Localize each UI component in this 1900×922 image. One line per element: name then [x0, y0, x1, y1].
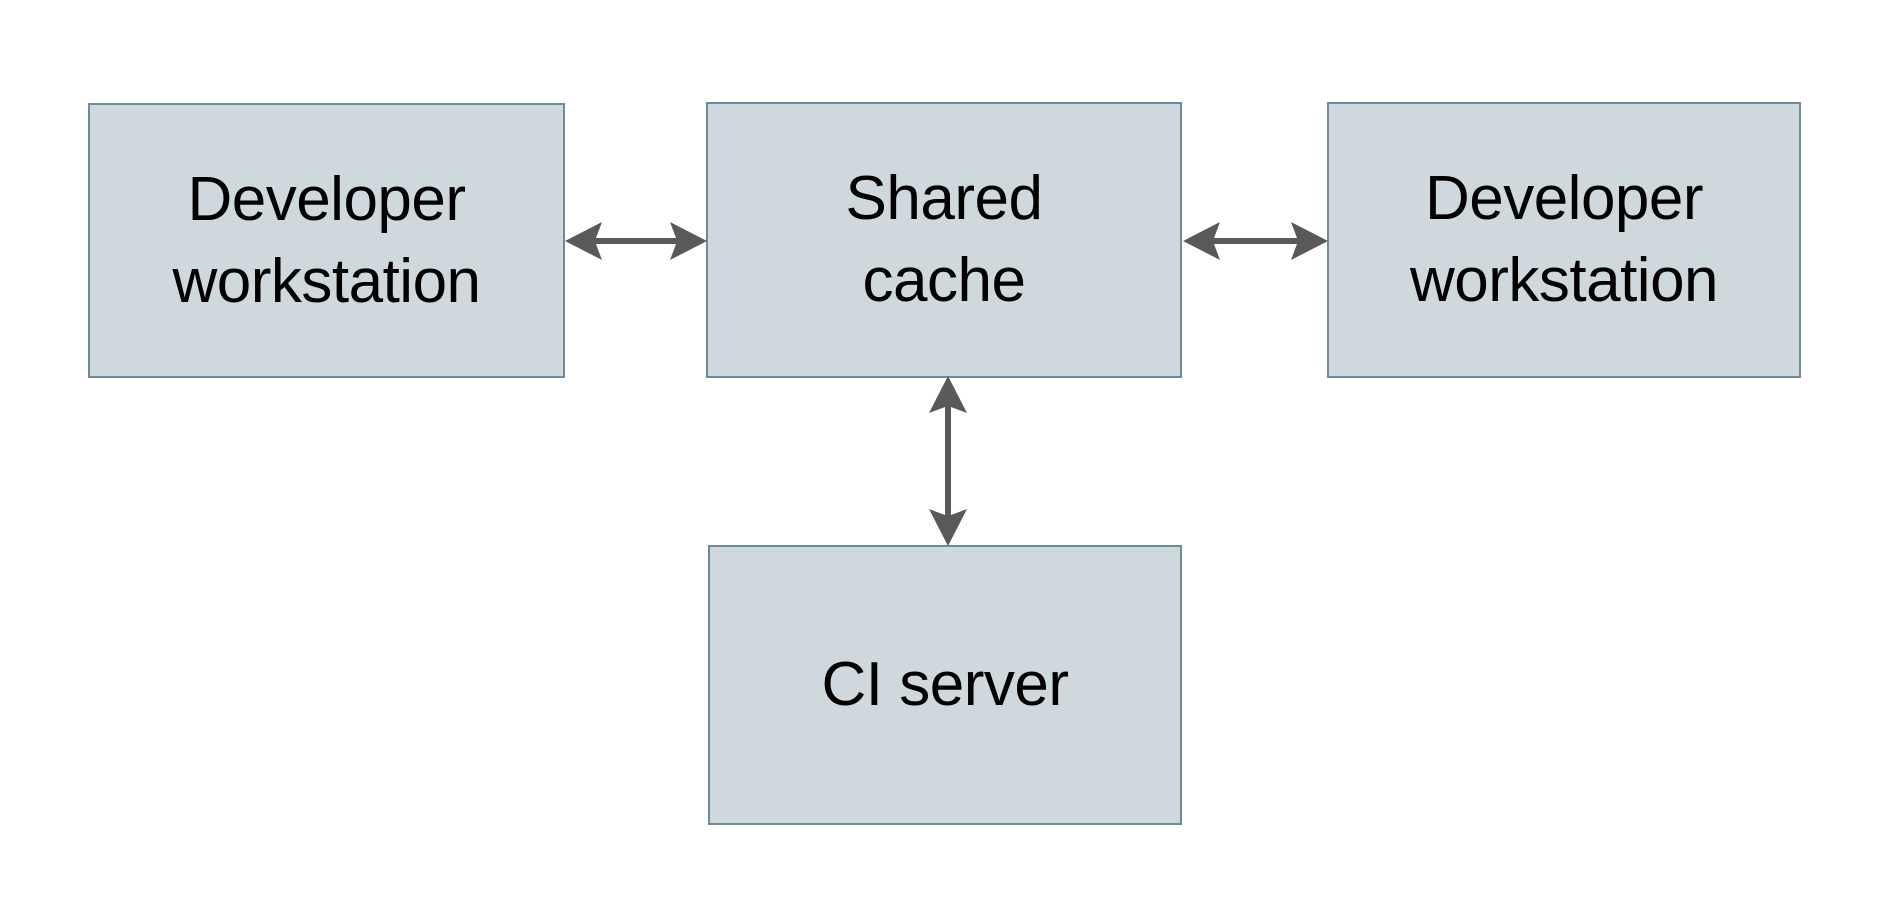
node-ci-server[interactable]: CI server — [708, 545, 1182, 825]
node-shared-cache[interactable]: Shared cache — [706, 102, 1182, 378]
double-arrow-head-shape — [565, 222, 707, 260]
node-label: Shared cache — [845, 164, 1043, 315]
node-label: Developer workstation — [172, 164, 481, 316]
double-arrow-head-shape — [929, 376, 967, 546]
node-label: CI server — [821, 650, 1069, 720]
node-developer-workstation-right[interactable]: Developer workstation — [1327, 102, 1801, 378]
node-developer-workstation-left[interactable]: Developer workstation — [88, 103, 565, 378]
connector-shared-cache-to-ci-server — [929, 376, 967, 546]
connector-dev-left-to-shared-cache — [565, 222, 707, 260]
connector-shared-cache-to-dev-right — [1183, 222, 1328, 260]
double-arrow-head-shape — [1183, 222, 1328, 260]
node-label: Developer workstation — [1409, 164, 1719, 315]
